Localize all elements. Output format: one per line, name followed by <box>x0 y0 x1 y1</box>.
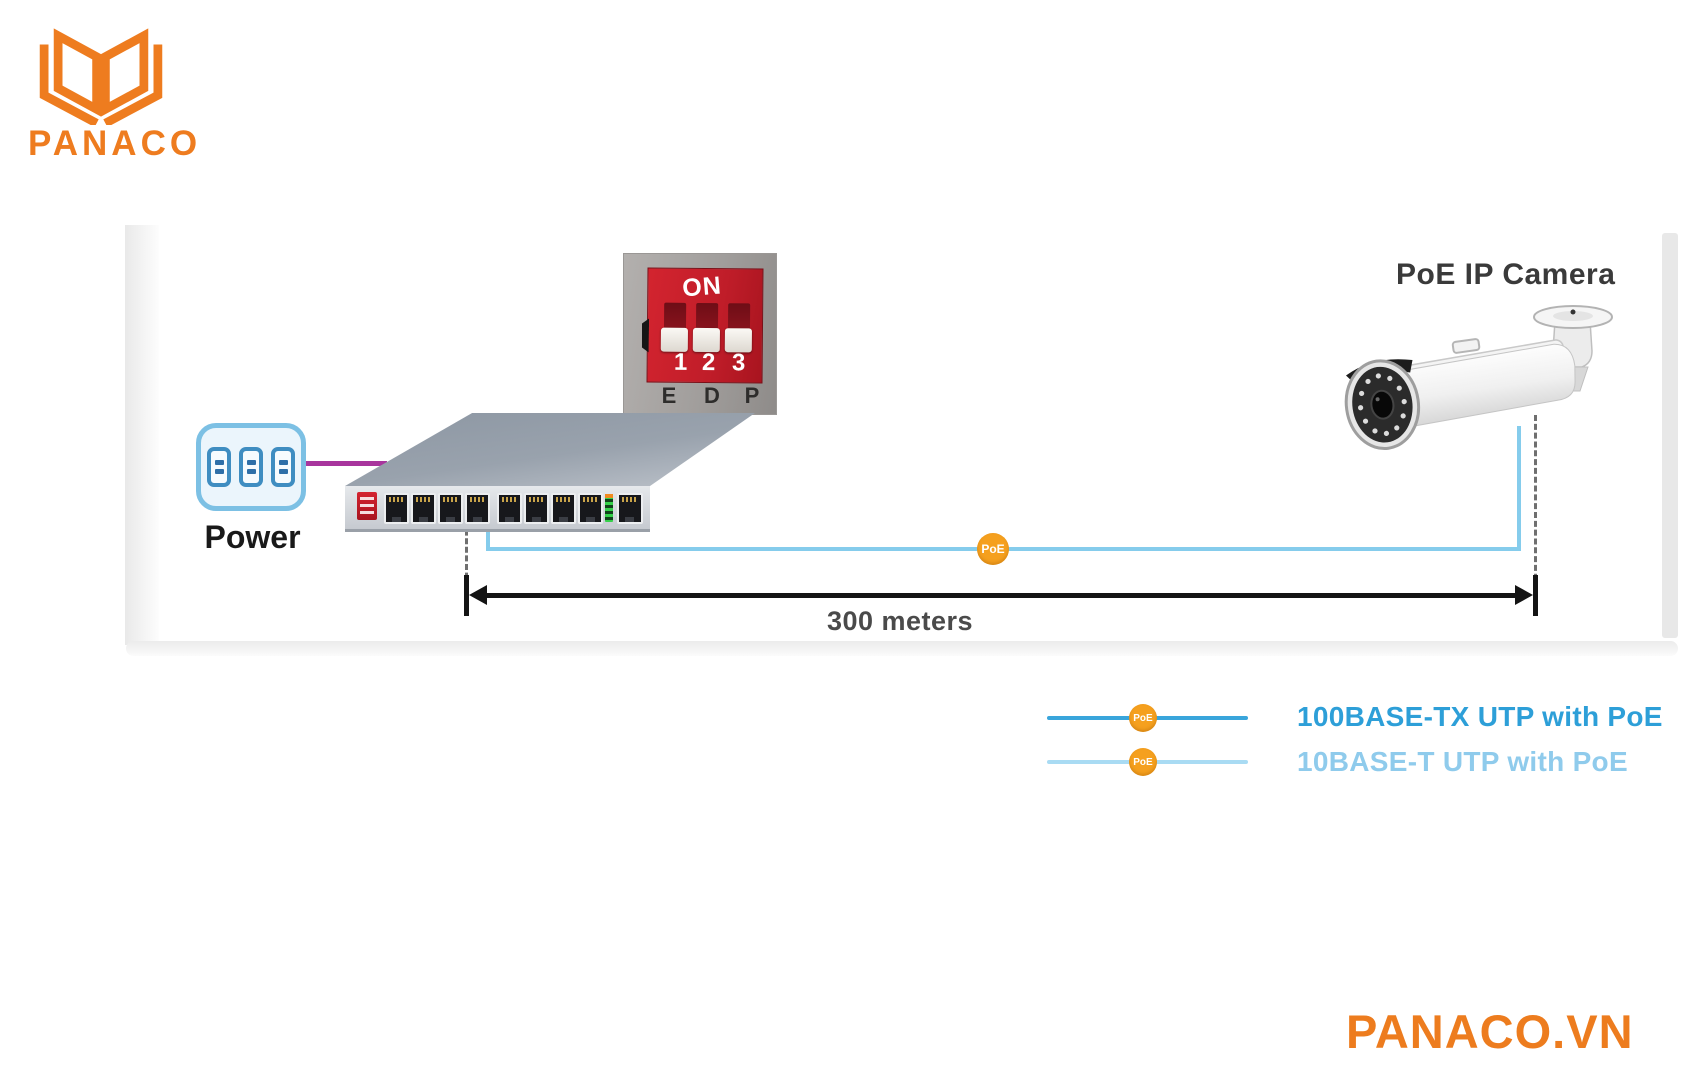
rj45-port <box>524 493 549 524</box>
diagram-panel <box>125 225 1678 650</box>
power-outlet-icon <box>196 423 306 511</box>
rj45-port <box>578 493 603 524</box>
socket-icon <box>239 447 263 487</box>
dip-switch-inset-photo: ON 1 2 3 E D P <box>623 253 777 415</box>
panel-bottom-edge <box>126 641 1678 656</box>
poe-switch-front <box>345 486 650 532</box>
socket-icon <box>207 447 231 487</box>
open-book-logo-icon <box>39 28 163 128</box>
website-text: PANACO.VN <box>1346 1005 1634 1058</box>
dimension-endbar-right <box>1533 575 1538 616</box>
dip-switch-2 <box>692 302 720 353</box>
uplink-port <box>617 493 643 524</box>
legend-label-10base: 10BASE-T UTP with PoE <box>1297 746 1628 777</box>
rj45-port <box>551 493 576 524</box>
led-indicator-strip <box>605 494 613 522</box>
dimension-guide-left <box>465 521 468 613</box>
poe-badge: PoE <box>977 533 1009 565</box>
legend-label-100base: 100BASE-TX UTP with PoE <box>1297 701 1663 732</box>
distance-label: 300 meters <box>826 606 974 636</box>
dimension-endbar-left <box>464 575 469 616</box>
dimension-arrow-line <box>478 593 1524 598</box>
panaco-logo <box>26 20 176 130</box>
panel-left-edge <box>125 225 159 645</box>
camera-label: PoE IP Camera <box>1396 258 1616 291</box>
dip-switch-block: ON 1 2 3 <box>647 267 764 384</box>
dip-number-1: 1 <box>673 348 688 376</box>
bullet-camera-icon <box>1344 305 1613 451</box>
rj45-port <box>438 493 463 524</box>
logo-text: PANACO <box>28 124 202 163</box>
dip-number-2: 2 <box>701 348 716 377</box>
arrowhead-right-icon <box>1515 585 1533 605</box>
legend-poe-badge: PoE <box>1129 748 1157 776</box>
switch-dip-label <box>357 492 377 520</box>
dip-mode-letter-p: P <box>744 383 760 408</box>
rj45-port <box>497 493 522 524</box>
arrowhead-left-icon <box>469 585 487 605</box>
dip-notch <box>642 318 649 352</box>
dip-mode-letter-d: D <box>704 383 720 408</box>
dip-switch-1 <box>660 302 688 352</box>
utp-cable-camera-drop <box>1517 426 1521 551</box>
dip-mode-letter-e: E <box>661 383 677 408</box>
rj45-port <box>411 493 436 524</box>
legend-poe-badge: PoE <box>1129 704 1157 732</box>
rj45-port <box>465 493 490 524</box>
power-cable <box>303 461 387 466</box>
utp-cable-switch-drop <box>486 529 490 551</box>
power-label: Power <box>204 519 301 555</box>
socket-icon <box>271 447 295 487</box>
dimension-guide-right <box>1534 415 1537 615</box>
rj45-port <box>384 493 409 524</box>
panel-right-edge <box>1662 233 1678 638</box>
dip-switch-3 <box>724 303 752 353</box>
dip-on-label: ON <box>681 271 723 303</box>
dip-number-3: 3 <box>731 349 746 377</box>
